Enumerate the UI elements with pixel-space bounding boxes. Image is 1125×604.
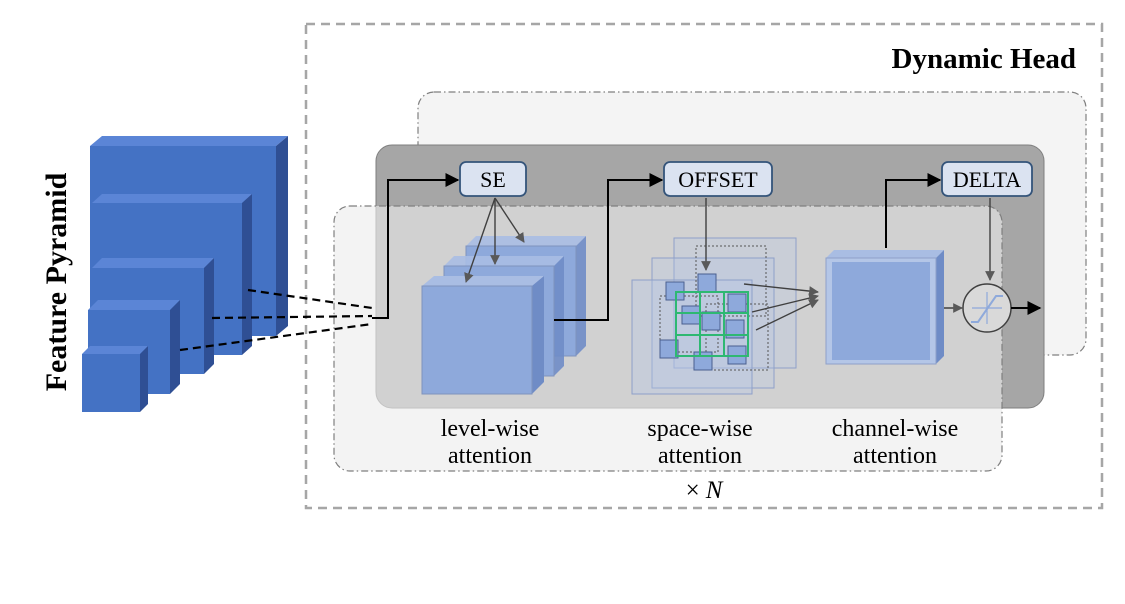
channel-wise-label-line1: channel-wise [832,416,959,442]
level-to-offset-arrow [554,173,664,321]
delta-module-label: DELTA [953,167,1021,192]
feature-pyramid-label: Feature Pyramid [40,172,73,391]
delta-module: DELTA [941,161,1033,197]
pyramid-connectors [179,288,373,352]
space-wise-label-line1: space-wise [647,416,752,442]
level-wise-label-line1: level-wise [441,416,540,442]
offset-module: OFFSET [663,161,773,197]
dynamic-head-title: Dynamic Head [892,43,1076,75]
repeat-variable: N [705,477,724,504]
channel-wise-block [825,250,944,365]
se-module-label: SE [480,167,506,192]
space-to-channel-arrows [743,283,819,331]
input-to-se-arrow [372,173,460,319]
repeat-label: ×N [686,477,724,504]
level-wise-stack [421,236,586,395]
level-wise-label-line2: attention [448,443,532,469]
feature-pyramid [82,136,288,412]
se-output-arrows [464,197,525,283]
channel-to-delta-arrow [885,173,942,248]
se-module: SE [459,161,527,197]
space-wise-grid [631,237,797,395]
activation-function [962,283,1012,333]
offset-module-label: OFFSET [678,167,758,192]
space-wise-label-line2: attention [658,443,742,469]
dynamic-head-frame [304,22,1104,510]
repeat-times-symbol: × [686,477,700,504]
pyramid-level-5 [82,346,148,412]
channel-wise-label-line2: attention [853,443,937,469]
